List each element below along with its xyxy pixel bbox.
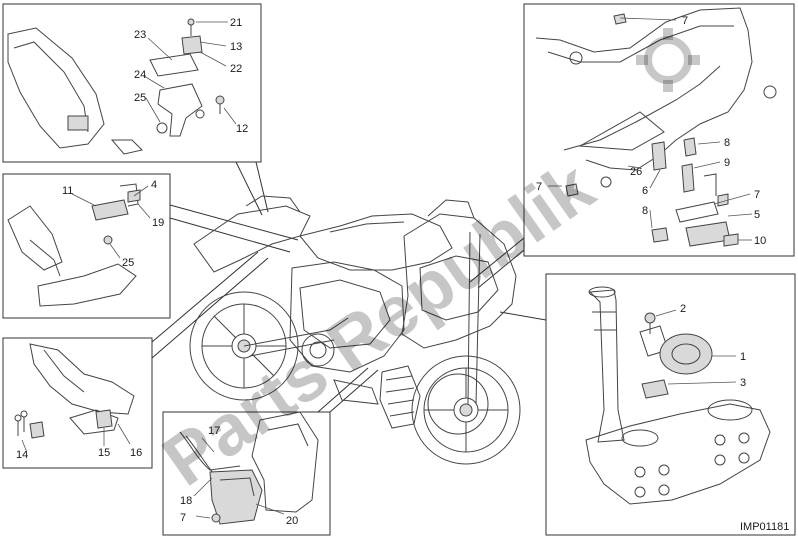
callout-20: 20 [286,515,298,527]
callout-16: 16 [130,447,142,459]
callout-17: 17 [208,425,220,437]
callout-10: 10 [754,235,766,247]
callout-23: 23 [134,29,146,41]
callout-12: 12 [236,123,248,135]
callout-8-left: 8 [642,205,648,217]
callout-15: 15 [98,447,110,459]
callout-7-bottom: 7 [180,512,186,524]
detail-box-front-subframe: 7 7 26 6 8 8 9 7 5 10 [523,3,795,257]
callout-2: 2 [680,303,686,315]
callout-18: 18 [180,495,192,507]
callout-7-right: 7 [754,189,760,201]
motorcycle-drawing [189,195,521,465]
callout-5: 5 [754,209,760,221]
callout-24: 24 [134,69,146,81]
callout-11: 11 [62,185,73,197]
watermark-text: Parts Republik [149,146,609,501]
watermark: Parts Republik [149,146,609,501]
callout-7-left: 7 [536,181,542,193]
image-code: IMP01181 [740,521,789,533]
callout-3: 3 [740,377,746,389]
callout-7-top: 7 [682,15,688,27]
detail-box-regulator: 17 18 7 20 [162,411,331,536]
callout-13: 13 [230,41,242,53]
callout-26: 26 [630,166,642,178]
detail-box-relay-mount: 11 4 19 25 [2,173,171,319]
callout-6: 6 [642,185,648,197]
callout-14: 14 [16,449,28,461]
callout-19: 19 [152,217,164,229]
callout-1: 1 [740,351,746,363]
detail-box-tail-bracket: 21 13 22 23 24 25 12 [2,3,262,163]
detail-box-tail-sensors: 14 15 16 [2,337,153,469]
watermark-gear-icon [636,28,700,92]
connector-lines [151,161,547,413]
callout-9: 9 [724,157,730,169]
callout-4: 4 [151,179,157,191]
callout-25-middle: 25 [122,257,134,269]
callout-21: 21 [230,17,242,29]
callout-22: 22 [230,63,242,75]
detail-box-horn: 2 1 3 IMP01181 [545,273,796,536]
callout-25-top: 25 [134,92,146,104]
callout-8-right: 8 [724,137,730,149]
